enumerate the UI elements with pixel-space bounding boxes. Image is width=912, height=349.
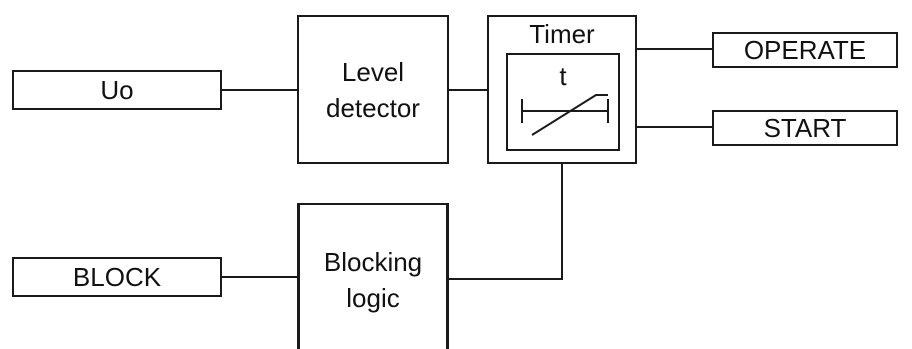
start-output-label: START <box>763 113 847 143</box>
blocking-logic-label-line-2: logic <box>346 283 400 313</box>
timer-title: Timer <box>529 19 595 49</box>
timer-t-label: t <box>559 61 567 91</box>
uo-input-label: Uo <box>100 75 134 105</box>
blocking-logic-block: Blocking logic <box>298 203 448 349</box>
start-output-box: START <box>712 110 898 146</box>
level-detector-block: Level detector <box>297 15 449 164</box>
operate-output-box: OPERATE <box>712 32 898 68</box>
operate-output-label: OPERATE <box>743 35 867 65</box>
time-delay-ramp-icon <box>521 94 609 136</box>
blocking-logic-label-line-1: Blocking <box>323 247 423 277</box>
block-input-label: BLOCK <box>72 262 162 292</box>
uo-input-box: Uo <box>12 70 222 110</box>
timer-symbol-box: t <box>506 53 620 151</box>
wire-blocking-logic-to-timer <box>448 164 563 280</box>
level-detector-label-line-2: detector <box>326 92 420 123</box>
timer-block: Timer t <box>487 15 637 164</box>
level-detector-label-line-1: Level <box>341 56 405 87</box>
block-input-box: BLOCK <box>12 257 222 297</box>
